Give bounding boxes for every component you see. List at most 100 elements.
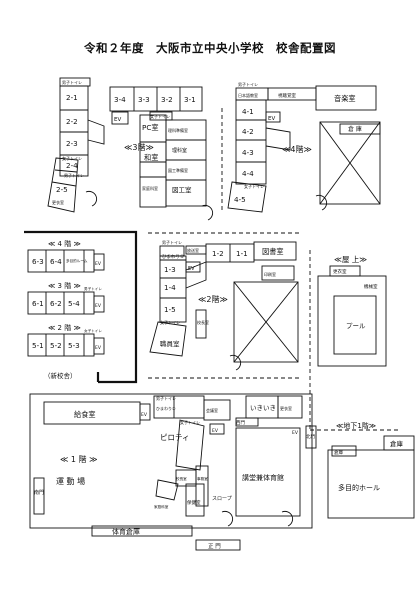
- changing-room-roof: 更衣室: [333, 268, 347, 275]
- elevator-label: EV: [188, 266, 195, 272]
- floor2-atrium: [233, 281, 299, 363]
- elevator-label: EV: [292, 430, 299, 436]
- floor3-bottom-wing: [47, 157, 79, 213]
- multipurpose-hall: 多目的ホール: [338, 483, 380, 492]
- pc-room: PC室: [142, 123, 159, 132]
- multipurpose-room: 多目的ルーム: [66, 258, 88, 263]
- nurse-room-label: 保健室: [187, 499, 201, 506]
- floor3-corridor: [87, 119, 105, 145]
- nurse-room: [185, 483, 205, 517]
- floor1-label: ≪ 1 階 ≫: [60, 454, 97, 464]
- floor3-science-art: [165, 119, 207, 207]
- floor2-building: [149, 241, 299, 371]
- slope-label: スロープ: [212, 496, 232, 502]
- floor4-atrium: [319, 121, 381, 205]
- toilet-label: 男子トイレ: [162, 239, 182, 245]
- print-room: 印刷室: [264, 271, 276, 277]
- room-6-4: 6-4: [50, 257, 62, 266]
- toilet-label: 男子トイレ: [156, 395, 176, 401]
- elevator-label: EV: [95, 345, 102, 351]
- science-prep-room: 理科準備室: [168, 127, 188, 133]
- gym-storage: [91, 525, 193, 537]
- room-6-1: 6-1: [32, 299, 44, 308]
- art-room: 図工室: [172, 185, 192, 194]
- floor1-site: [29, 393, 317, 551]
- japanese-language-room: 日本語教室: [238, 92, 258, 98]
- room-3-2: 3-2: [161, 95, 173, 104]
- floor2-principal: [195, 309, 207, 339]
- room-2-4: 2-4: [66, 161, 78, 170]
- room-2-5: 2-5: [56, 185, 68, 194]
- changing-room-1f: 更衣室: [280, 405, 292, 411]
- japanese-room: 和室: [144, 153, 158, 162]
- toilet-label: 男子トイレ: [62, 79, 82, 85]
- room-6-2: 6-2: [50, 299, 62, 308]
- room-5-3: 5-3: [68, 341, 80, 350]
- storage-4f: 倉 庫: [348, 125, 362, 133]
- ikiiki-label: いきいき: [250, 404, 276, 412]
- office-room: 事務室: [197, 476, 208, 481]
- room-3-3: 3-3: [138, 95, 150, 104]
- floor3-building: [47, 77, 214, 221]
- room-2-1: 2-1: [66, 93, 78, 102]
- basement-building: [327, 435, 415, 519]
- floor4-label: ≪4階≫: [282, 144, 312, 154]
- toilet-label: 女子トイレ: [84, 328, 102, 333]
- gymnasium-label: 講堂兼体育館: [242, 473, 284, 482]
- room-4-2: 4-2: [242, 127, 254, 136]
- himawari-1-room: ひまわり①: [156, 405, 176, 411]
- main-gate-label: 正 門: [208, 543, 221, 550]
- room-1-5: 1-5: [164, 305, 176, 314]
- floor2-left-wing: [159, 255, 187, 323]
- room-6-3: 6-3: [32, 257, 44, 266]
- elevator-label: EV: [95, 303, 102, 309]
- rooftop-outline: [317, 275, 387, 367]
- toilet-label: 女子トイレ: [180, 419, 200, 425]
- basement-label: ≪地下1階≫: [336, 421, 376, 430]
- principal-office: 校長室: [197, 319, 209, 325]
- floor3-toilet-a: [59, 77, 91, 87]
- new-bldg-4f-label: ≪ 4 階 ≫: [48, 239, 81, 248]
- meeting-room: 会議室: [206, 407, 218, 413]
- pilotis-label: ピロティ: [160, 433, 190, 442]
- toilet-label: 女子トイレ: [244, 183, 264, 189]
- room-1-4: 1-4: [164, 283, 176, 292]
- floor3-home-ec: [139, 176, 167, 208]
- floor2-label: ≪2階≫: [198, 294, 228, 304]
- rooftop-label: ≪屋 上≫: [334, 255, 367, 264]
- floor3-ev-box: [111, 111, 129, 125]
- home-ec-room-1f: 家庭科室: [154, 504, 169, 509]
- west-gate-label: 西門: [236, 420, 245, 426]
- floor2-staff-room: [149, 321, 187, 357]
- floor4-bottom-wing: [227, 181, 267, 213]
- toilet-label: 女子トイレ: [62, 155, 82, 161]
- toilet-label: 男子トイレ: [84, 286, 102, 291]
- room-3-1: 3-1: [184, 95, 196, 104]
- room-1-2: 1-2: [212, 249, 224, 258]
- room-4-3: 4-3: [242, 148, 254, 157]
- south-gate-label: 南門: [34, 489, 44, 496]
- elevator-label: EV: [212, 428, 219, 434]
- floor3-label: ≪3階≫: [124, 142, 154, 152]
- basement-storage-small: 倉庫: [334, 449, 343, 456]
- pool: [333, 295, 377, 355]
- room-2-3: 2-3: [66, 139, 78, 148]
- gym-storage-label: 体育倉庫: [112, 527, 140, 536]
- pool-label: プール: [346, 322, 366, 330]
- room-2-2: 2-2: [66, 117, 78, 126]
- toilet-label: 男子トイレ: [238, 81, 258, 87]
- playground: 運 動 場: [56, 476, 85, 486]
- room-3-4: 3-4: [114, 95, 126, 104]
- north-gate-label: 北門: [306, 433, 315, 440]
- gymnasium: [235, 427, 301, 517]
- floor2-library: [253, 241, 297, 261]
- south-gate: [33, 477, 45, 515]
- pilotis: [175, 419, 205, 471]
- toilet-label: 女子トイレ: [160, 319, 180, 325]
- elevator-label: EV: [268, 116, 275, 122]
- floor1-site-boundary: [29, 393, 313, 529]
- room-1-1: 1-1: [236, 249, 248, 258]
- art-prep-room: 図工準備室: [168, 167, 188, 173]
- elevator-label: EV: [95, 261, 102, 267]
